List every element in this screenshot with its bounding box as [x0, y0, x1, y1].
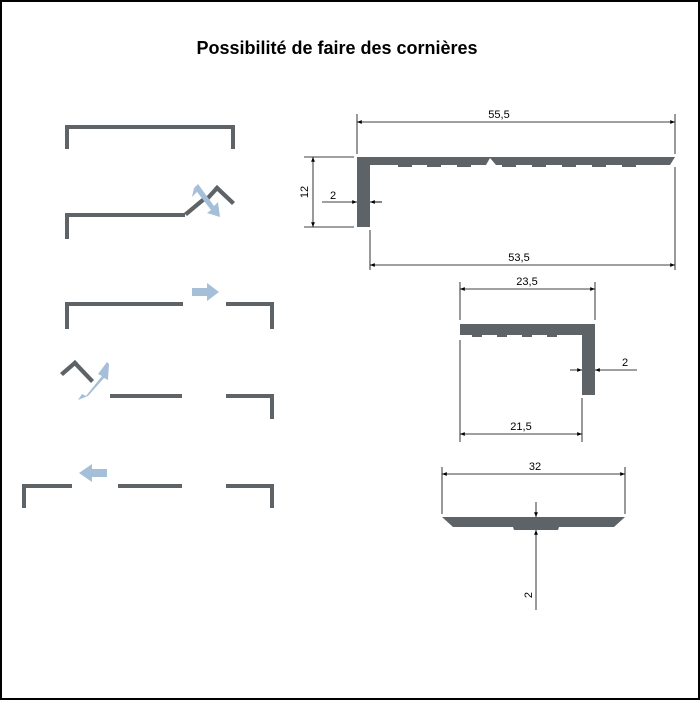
dim-angle-inner: 21,5 — [510, 421, 531, 433]
step-4-rotating-piece — [60, 360, 274, 419]
step-5-assembled-angle — [22, 464, 274, 508]
diagonal-double-arrow-icon — [192, 184, 220, 217]
profile-angle — [459, 282, 637, 442]
dim-flat-thickness: 2 — [523, 592, 535, 598]
step-1-full-profile — [65, 125, 235, 149]
diagonal-double-arrow-icon-2 — [78, 362, 109, 400]
dim-inner-width: 53,5 — [508, 252, 529, 264]
dim-total-width: 55,5 — [488, 109, 509, 121]
dim-flat-width: 32 — [529, 461, 541, 473]
dim-angle-width: 23,5 — [516, 276, 537, 288]
dim-thickness-top: 2 — [330, 190, 336, 202]
dim-angle-thickness: 2 — [622, 357, 628, 369]
arrow-right-icon — [192, 283, 219, 301]
step-2-folding-profile — [65, 184, 235, 239]
profile-main — [304, 114, 676, 270]
dim-height: 12 — [299, 186, 311, 198]
arrow-left-icon — [79, 464, 107, 482]
step-3-split-profile — [65, 283, 274, 329]
profile-flat — [441, 467, 626, 610]
page-title: Possibilité de faire des cornières — [196, 38, 478, 58]
